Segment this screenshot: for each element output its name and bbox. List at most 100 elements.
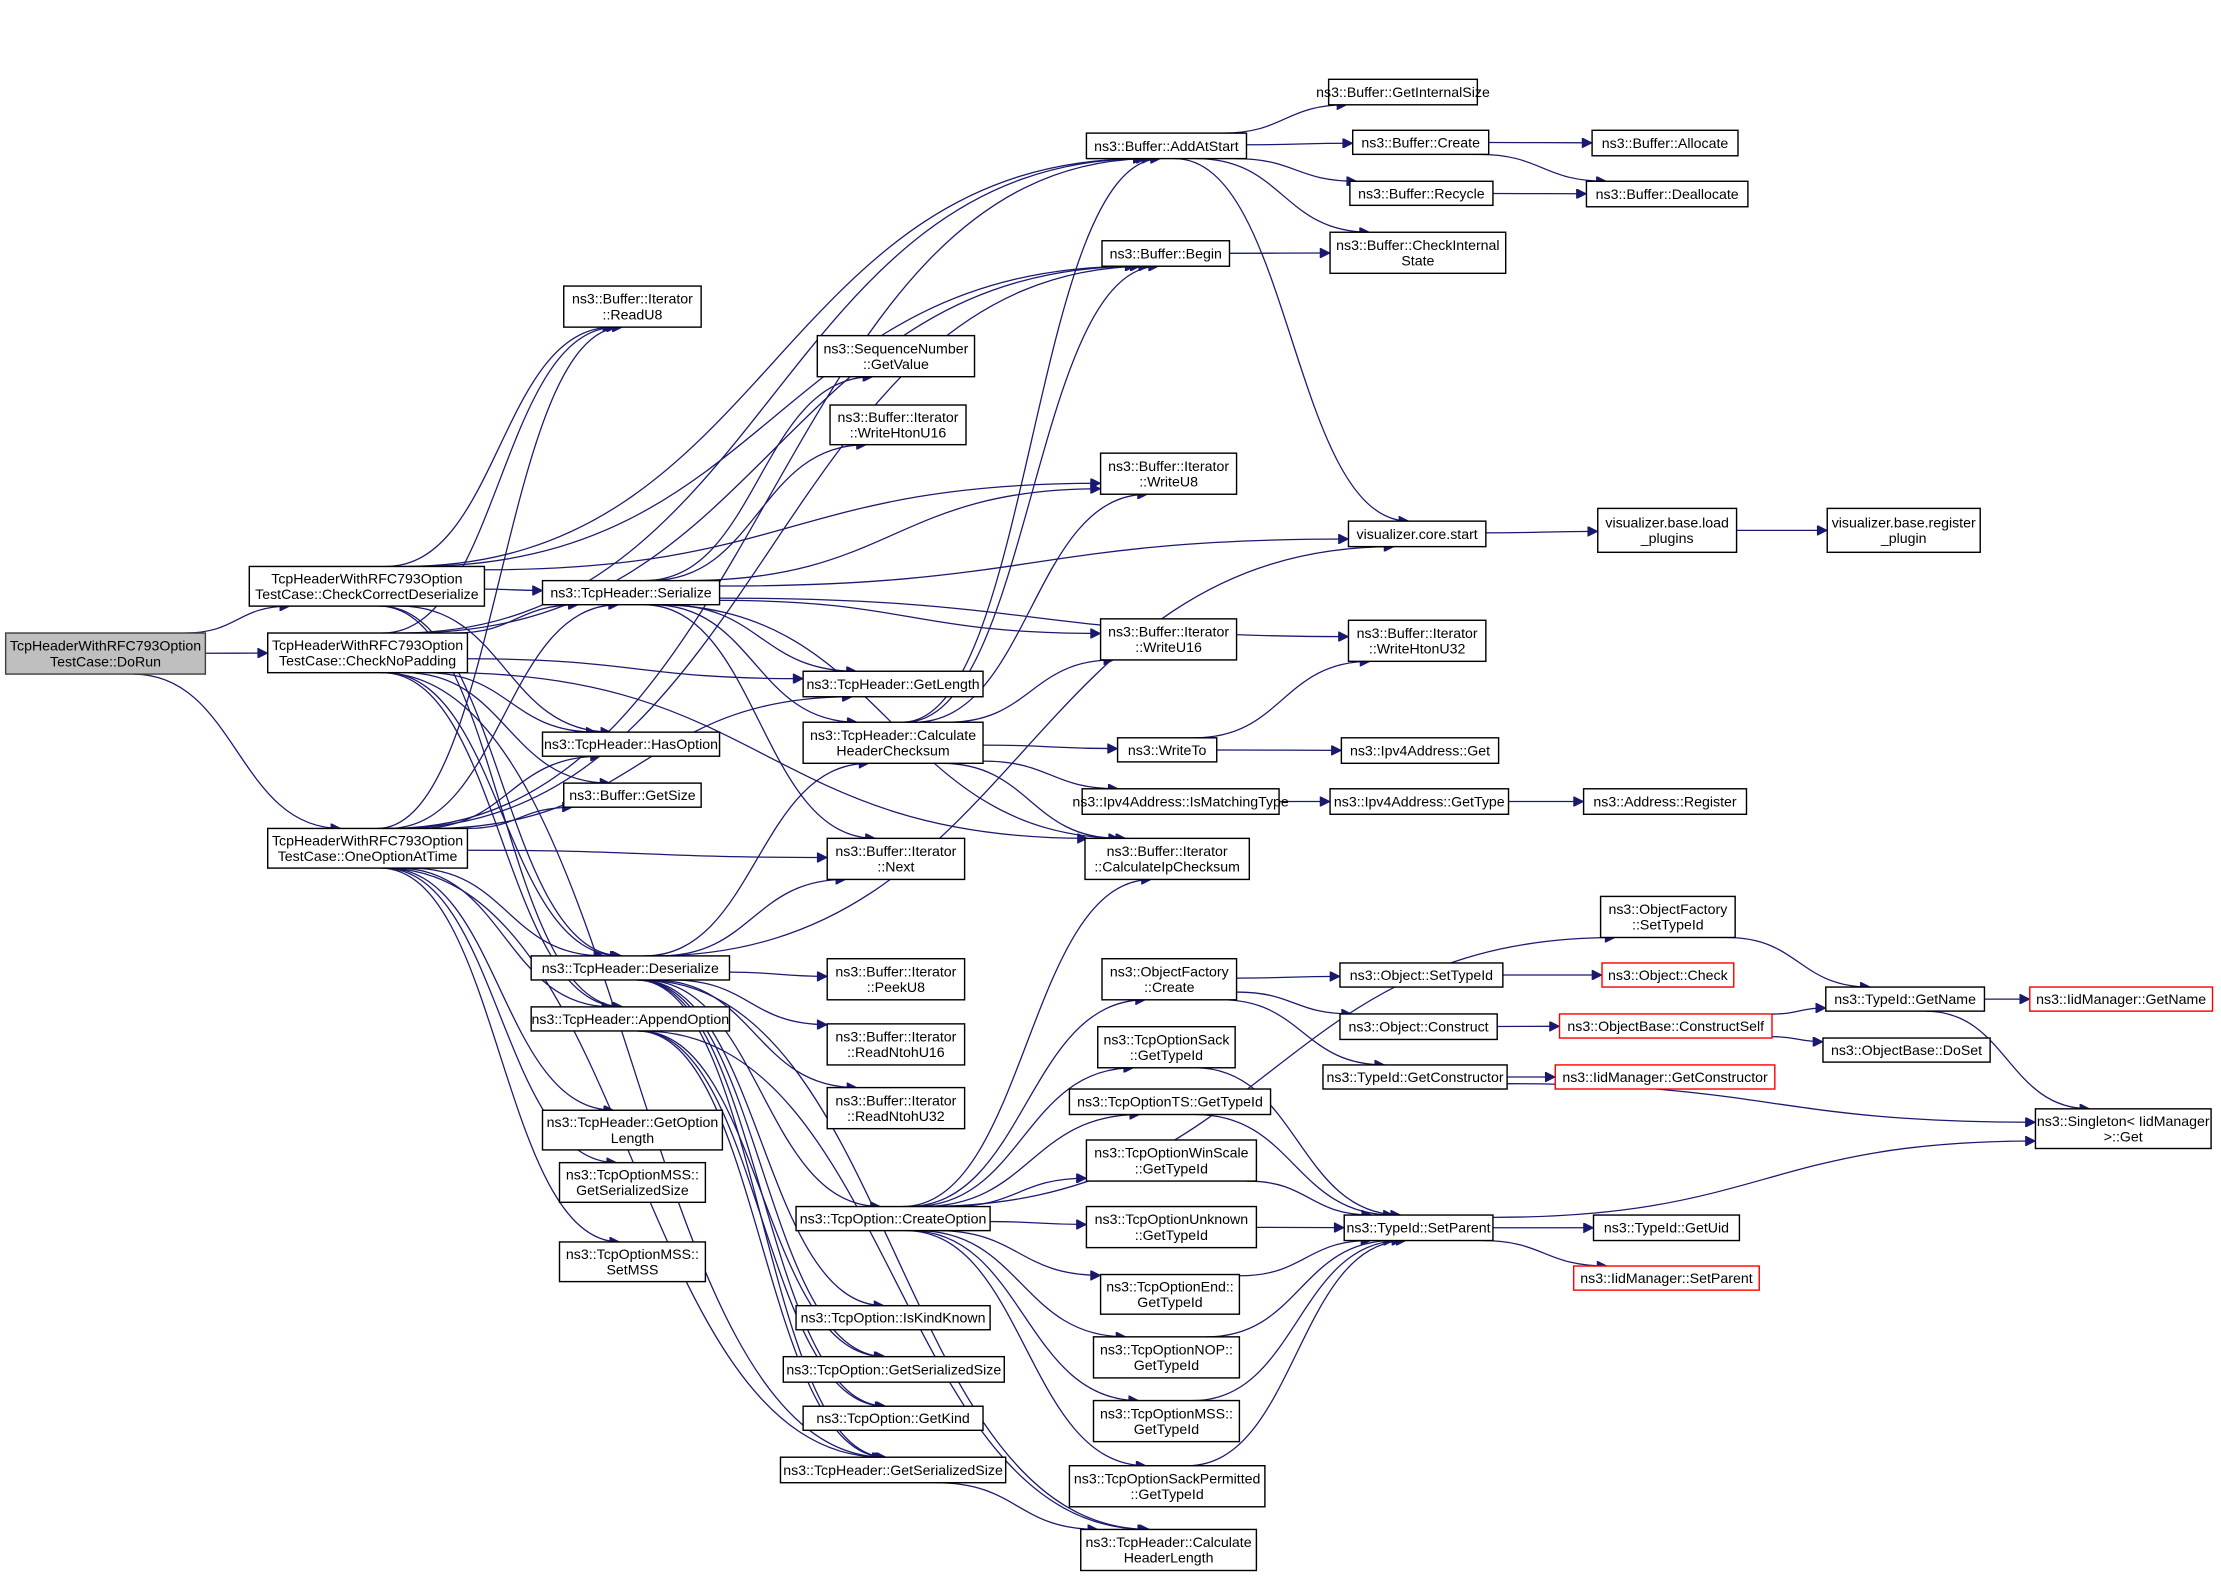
graph-node-serialize[interactable]: ns3::TcpHeader::Serialize xyxy=(541,579,721,606)
graph-node-getinternalsize[interactable]: ns3::Buffer::GetInternalSize xyxy=(1316,78,1490,106)
node-label-line: ns3::Buffer::Create xyxy=(1361,135,1480,151)
graph-node-nopgettid[interactable]: ns3::TcpOptionNOP::GetTypeId xyxy=(1092,1336,1241,1379)
graph-node-tidgetctor[interactable]: ns3::TypeId::GetConstructor xyxy=(1322,1064,1508,1090)
graph-node-writehtonu16[interactable]: ns3::Buffer::Iterator::WriteHtonU16 xyxy=(829,404,967,446)
graph-node-registerplugin[interactable]: visualizer.base.register_plugin xyxy=(1826,507,1981,554)
graph-node-sackpgettid[interactable]: ns3::TcpOptionSackPermitted::GetTypeId xyxy=(1068,1465,1266,1508)
graph-node-oneoption[interactable]: TcpHeaderWithRFC793OptionTestCase::OneOp… xyxy=(267,827,469,869)
graph-node-writeu8[interactable]: ns3::Buffer::Iterator::WriteU8 xyxy=(1099,452,1238,495)
node-label-line: ns3::IidManager::GetName xyxy=(2036,992,2206,1008)
graph-node-deserialize[interactable]: ns3::TcpHeader::Deserialize xyxy=(530,955,731,981)
graph-node-ismatching[interactable]: ns3::Ipv4Address::IsMatchingType xyxy=(1072,788,1289,815)
call-edge-addatstart-to-checkinternal xyxy=(1196,157,1369,233)
graph-node-ipv4gettype[interactable]: ns3::Ipv4Address::GetType xyxy=(1329,788,1510,815)
node-label-line: ::SetTypeId xyxy=(1632,918,1704,934)
graph-node-mssgetser[interactable]: ns3::TcpOptionMSS::GetSerializedSize xyxy=(558,1161,707,1204)
node-box xyxy=(267,632,469,674)
graph-node-writeto[interactable]: ns3::WriteTo xyxy=(1116,737,1218,763)
graph-node-unkgettid[interactable]: ns3::TcpOptionUnknown::GetTypeId xyxy=(1085,1205,1258,1249)
graph-node-optgetser[interactable]: ns3::TcpOption::GetSerializedSize xyxy=(782,1355,1005,1383)
graph-node-iidgetname[interactable]: ns3::IidManager::GetName xyxy=(2029,986,2214,1012)
graph-node-hdrgetser[interactable]: ns3::TcpHeader::GetSerializedSize xyxy=(779,1456,1007,1484)
graph-node-readntohu32[interactable]: ns3::Buffer::Iterator::ReadNtohU32 xyxy=(826,1086,966,1130)
node-label-line: ns3::Buffer::Iterator xyxy=(838,410,959,426)
node-box xyxy=(1080,1528,1258,1572)
graph-node-objcheck[interactable]: ns3::Object::Check xyxy=(1601,962,1735,988)
call-edge-checknopad-to-getlength xyxy=(467,658,803,679)
graph-node-doset[interactable]: ns3::ObjectBase::DoSet xyxy=(1822,1037,1991,1063)
graph-node-getsize[interactable]: ns3::Buffer::GetSize xyxy=(563,782,702,808)
node-box xyxy=(1585,180,1749,208)
call-edge-deserialize-to-vizstart xyxy=(652,547,1394,957)
graph-node-tidgetuid[interactable]: ns3::TypeId::GetUid xyxy=(1592,1214,1741,1242)
call-edge-calchdrcksum-to-writeu8 xyxy=(914,494,1147,723)
graph-node-createoption[interactable]: ns3::TcpOption::CreateOption xyxy=(795,1205,991,1232)
node-label-line: ns3::Buffer::CheckInternal xyxy=(1336,238,1499,254)
node-label-line: ::GetTypeId xyxy=(1135,1161,1208,1177)
graph-node-checkcorrect[interactable]: TcpHeaderWithRFC793OptionTestCase::Check… xyxy=(248,565,486,607)
graph-node-recycle[interactable]: ns3::Buffer::Recycle xyxy=(1349,180,1494,207)
graph-node-addrregister[interactable]: ns3::Address::Register xyxy=(1582,788,1748,815)
graph-node-objconstruct[interactable]: ns3::Object::Construct xyxy=(1339,1013,1498,1041)
call-edge-bufcreate-to-deallocate xyxy=(1478,153,1606,181)
node-label-line: ns3::Address::Register xyxy=(1593,794,1737,810)
node-box xyxy=(1068,1465,1266,1508)
graph-node-allocate[interactable]: ns3::Buffer::Allocate xyxy=(1591,129,1739,157)
graph-node-sackgettid[interactable]: ns3::TcpOptionSack::GetTypeId xyxy=(1097,1025,1236,1069)
graph-node-wsgettid[interactable]: ns3::TcpOptionWinScale::GetTypeId xyxy=(1085,1139,1258,1182)
call-edge-createoption-to-endgettid xyxy=(937,1229,1101,1276)
call-edge-createoption-to-nopgettid xyxy=(916,1229,1126,1337)
call-edge-createoption-to-unkgettid xyxy=(990,1222,1086,1225)
graph-node-hasoption[interactable]: ns3::TcpHeader::HasOption xyxy=(541,731,721,757)
graph-node-iidsetparent[interactable]: ns3::IidManager::SetParent xyxy=(1572,1265,1760,1291)
graph-node-addatstart[interactable]: ns3::Buffer::AddAtStart xyxy=(1085,132,1248,160)
graph-node-readntohu16[interactable]: ns3::Buffer::Iterator::ReadNtohU16 xyxy=(826,1023,966,1066)
node-box xyxy=(530,955,731,981)
graph-node-peeku8[interactable]: ns3::Buffer::Iterator::PeekU8 xyxy=(826,958,966,1001)
graph-node-readu8[interactable]: ns3::Buffer::Iterator::ReadU8 xyxy=(563,285,702,328)
graph-node-seqgetvalue[interactable]: ns3::SequenceNumber::GetValue xyxy=(816,334,976,378)
graph-node-mssgettid[interactable]: ns3::TcpOptionMSS::GetTypeId xyxy=(1092,1399,1241,1443)
graph-node-tidsetparent[interactable]: ns3::TypeId::SetParent xyxy=(1343,1214,1494,1242)
graph-node-ofcreate[interactable]: ns3::ObjectFactory::Create xyxy=(1101,958,1238,1001)
graph-node-singletonget[interactable]: ns3::Singleton< IidManager >::Get xyxy=(2034,1108,2212,1150)
graph-node-iidgetctor[interactable]: ns3::IidManager::GetConstructor xyxy=(1554,1064,1776,1090)
graph-node-iskindknown[interactable]: ns3::TcpOption::IsKindKnown xyxy=(795,1304,991,1331)
graph-node-deallocate[interactable]: ns3::Buffer::Deallocate xyxy=(1585,180,1749,208)
graph-node-vizstart[interactable]: visualizer.core.start xyxy=(1347,520,1487,548)
graph-node-ofsettid[interactable]: ns3::ObjectFactory::SetTypeId xyxy=(1599,895,1736,939)
node-label-line: ns3::ObjectBase::DoSet xyxy=(1831,1043,1982,1059)
node-box xyxy=(530,1006,731,1032)
call-edge-appendoption-to-optgetser xyxy=(639,1030,884,1357)
graph-node-constructself[interactable]: ns3::ObjectBase::ConstructSelf xyxy=(1558,1013,1773,1039)
graph-node-calcipcksum[interactable]: ns3::Buffer::Iterator::CalculateIpChecks… xyxy=(1084,837,1251,881)
graph-node-bufcreate[interactable]: ns3::Buffer::Create xyxy=(1352,129,1490,156)
graph-node-checknopad[interactable]: TcpHeaderWithRFC793OptionTestCase::Check… xyxy=(267,632,469,674)
node-label-line: GetTypeId xyxy=(1134,1358,1199,1374)
call-edge-vizstart-to-loadplugins xyxy=(1485,531,1598,533)
graph-node-getlength[interactable]: ns3::TcpHeader::GetLength xyxy=(802,670,984,698)
graph-node-objsettid[interactable]: ns3::Object::SetTypeId xyxy=(1339,962,1504,988)
graph-node-msssetmss[interactable]: ns3::TcpOptionMSS::SetMSS xyxy=(558,1241,707,1283)
graph-node-next[interactable]: ns3::Buffer::Iterator::Next xyxy=(826,837,966,881)
call-edge-checkcorrect-to-writeu8 xyxy=(484,483,1100,571)
graph-node-writehtonu32[interactable]: ns3::Buffer::Iterator::WriteHtonU32 xyxy=(1347,619,1487,663)
graph-node-loadplugins[interactable]: visualizer.base.load_plugins xyxy=(1597,507,1738,554)
call-edge-oneoption-to-appendoption xyxy=(398,867,612,1007)
call-edge-constructself-to-tidgetname xyxy=(1771,1008,1826,1015)
graph-node-appendoption[interactable]: ns3::TcpHeader::AppendOption xyxy=(530,1006,731,1032)
graph-node-ipv4get[interactable]: ns3::Ipv4Address::Get xyxy=(1340,737,1500,765)
graph-node-writeu16[interactable]: ns3::Buffer::Iterator::WriteU16 xyxy=(1099,618,1238,661)
graph-node-optgetkind[interactable]: ns3::TcpOption::GetKind xyxy=(802,1405,984,1432)
node-box xyxy=(1092,1336,1241,1379)
graph-node-tidgetname[interactable]: ns3::TypeId::GetName xyxy=(1825,986,1986,1012)
graph-node-begin[interactable]: ns3::Buffer::Begin xyxy=(1101,240,1231,267)
graph-node-tsgettid[interactable]: ns3::TcpOptionTS::GetTypeId xyxy=(1068,1088,1272,1116)
call-edge-ofcreate-to-objconstruct xyxy=(1236,991,1352,1014)
node-label-line: Length xyxy=(611,1131,654,1147)
graph-node-endgettid[interactable]: ns3::TcpOptionEnd::GetTypeId xyxy=(1099,1273,1241,1315)
